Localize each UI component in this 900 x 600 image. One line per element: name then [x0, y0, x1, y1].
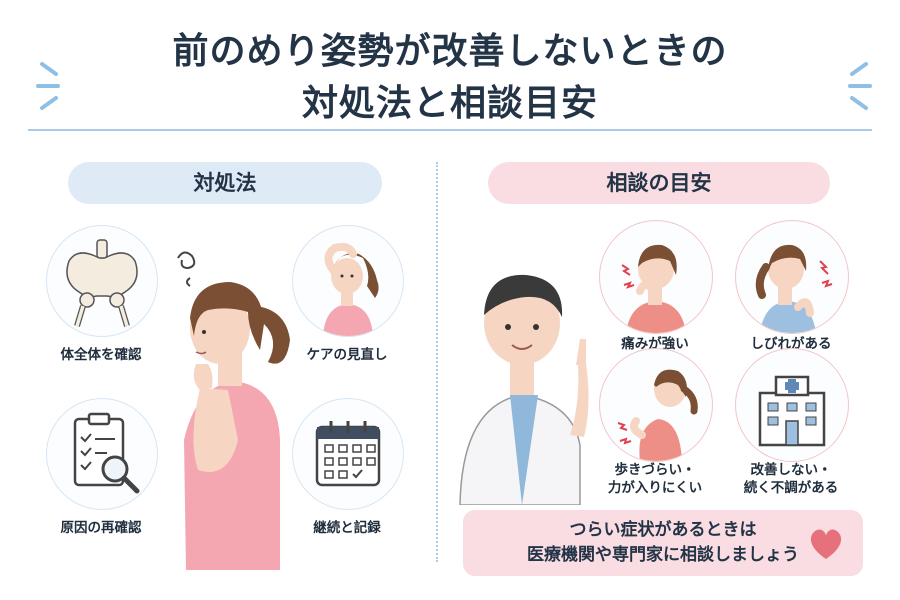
- hospital-icon: [758, 375, 826, 447]
- thinking-woman-illustration: [177, 251, 290, 570]
- item-label-not-improving-2: 続く不調がある: [743, 480, 839, 496]
- heart-icon: [810, 529, 842, 559]
- item-label-check-body: 体全体を確認: [60, 347, 142, 363]
- sparkle-left-icon: [36, 62, 60, 110]
- item-label-numbness: しびれがある: [750, 336, 832, 352]
- back-pain-circle: [599, 348, 713, 462]
- clipboard-magnifier-icon: [73, 412, 140, 494]
- item-label-not-improving-1: 改善しない・: [750, 462, 832, 478]
- doctor-illustration: [459, 274, 589, 505]
- consult-note-line2: 医療機関や専門家に相談しましょう: [527, 545, 799, 565]
- back-pain-icon: [617, 369, 698, 461]
- right-section-heading: 相談の目安: [488, 162, 830, 204]
- item-label-difficulty-walking-1: 歩きづらい・: [614, 462, 696, 478]
- item-label-recheck-cause: 原因の再確認: [60, 520, 142, 536]
- neck-pain-icon: [621, 244, 686, 333]
- consult-note-line1: つらい症状があるときは: [569, 520, 757, 540]
- neck-stretch-icon: [323, 242, 379, 336]
- page-title-line1: 前のめり姿勢が改善しないときの: [172, 31, 728, 72]
- calendar-icon: [315, 421, 381, 487]
- hospital-circle: [735, 348, 849, 462]
- pelvis-icon: [66, 239, 138, 327]
- section-divider: [436, 162, 438, 562]
- consult-note: つらい症状があるときは 医療機関や専門家に相談しましょう: [463, 510, 863, 576]
- left-section-heading: 対処法: [68, 162, 382, 204]
- page-title-line2: 対処法と相談目安: [301, 83, 598, 124]
- item-label-continue-record: 継続と記録: [313, 520, 381, 536]
- calendar-circle: [292, 398, 404, 510]
- pelvis-circle: [46, 225, 158, 337]
- neck-pain-circle: [599, 220, 713, 334]
- item-label-difficulty-walking-2: 力が入りにくい: [607, 480, 703, 496]
- title-underline: [28, 129, 872, 131]
- clipboard-circle: [46, 398, 158, 510]
- numbness-circle: [735, 220, 849, 334]
- sparkle-right-icon: [848, 62, 872, 110]
- item-label-review-care: ケアの見直し: [306, 347, 388, 363]
- numbness-icon: [755, 244, 833, 333]
- neck-stretch-circle: [292, 225, 404, 337]
- item-label-strong-pain: 痛みが強い: [621, 336, 689, 352]
